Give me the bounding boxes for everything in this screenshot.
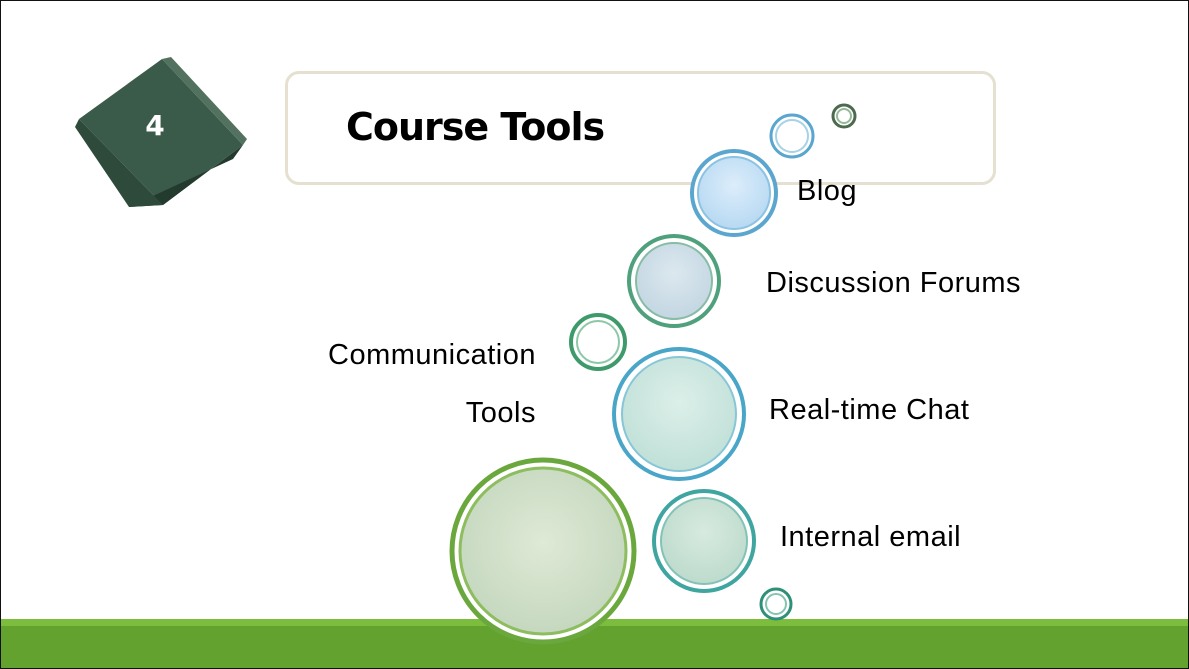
decor-bubble-small-3	[831, 103, 857, 129]
decor-bubble-small-4	[759, 587, 793, 621]
slide-title: Course Tools	[346, 105, 605, 149]
item-label-real-time-chat: Real-time Chat	[769, 394, 970, 426]
bubble-discussion-forums	[627, 234, 721, 328]
item-label-blog: Blog	[797, 175, 858, 207]
root-label-line1: Communication	[328, 339, 536, 371]
cube-icon	[75, 57, 247, 207]
bubble-internal-email	[652, 489, 756, 593]
cube-edge	[162, 57, 247, 145]
item-label-discussion-forums: Discussion Forums	[766, 267, 1022, 299]
bubble-root	[449, 457, 637, 645]
bubble-real-time-chat	[612, 347, 746, 481]
root-label-line2: Tools	[465, 397, 536, 429]
item-label-internal-email: Internal email	[780, 521, 962, 553]
cube-top-face	[79, 59, 243, 205]
decor-bubble-small-1	[569, 313, 627, 371]
title-box	[285, 71, 996, 185]
slide-number: 4	[145, 109, 165, 142]
cube-left-face	[75, 119, 163, 207]
decor-bubble-small-2	[769, 113, 815, 159]
bubble-blog	[690, 149, 778, 237]
